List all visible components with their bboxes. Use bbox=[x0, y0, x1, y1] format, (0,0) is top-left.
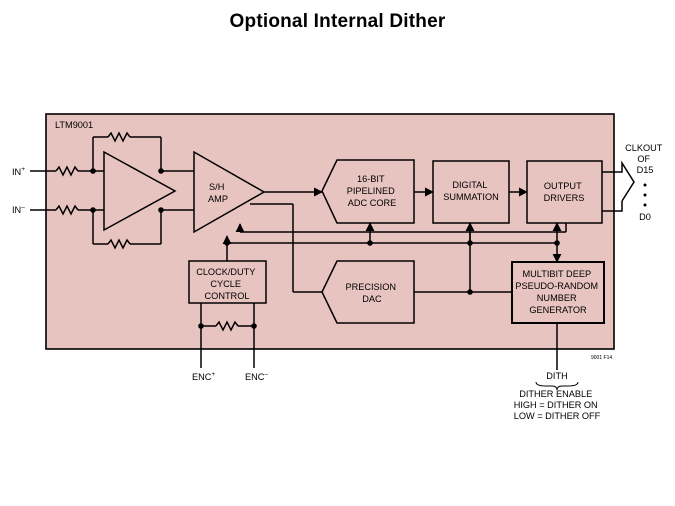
in-plus-label: IN bbox=[12, 167, 21, 177]
output-bus-arrow bbox=[602, 160, 635, 212]
dither-note-line2: HIGH = DITHER ON bbox=[514, 400, 598, 410]
chip-name: LTM9001 bbox=[55, 120, 93, 130]
prng-block bbox=[511, 261, 605, 324]
sh-amp-line1: S/H bbox=[209, 182, 224, 192]
page-title: Optional Internal Dither bbox=[229, 11, 446, 32]
digital-summation-line1: DIGITAL bbox=[452, 180, 487, 190]
dith-label: DITH bbox=[546, 371, 567, 381]
signal-wiring bbox=[200, 187, 567, 370]
sh-amp-line2: AMP bbox=[208, 194, 228, 204]
digital-summation-line2: SUMMATION bbox=[443, 192, 498, 202]
input-resistor-minus bbox=[55, 204, 79, 216]
junction-dots bbox=[90, 168, 560, 329]
clkout-line3: D15 bbox=[637, 165, 654, 175]
svg-text:IN–: IN– bbox=[12, 204, 25, 215]
svg-text:DITHER ENABLE HIGH = DITHE: DITHER ENABLE HIGH = DITHER ON LOW = DIT… bbox=[514, 389, 601, 421]
enc-minus-pin: ENC– bbox=[245, 371, 268, 382]
adc-core-line3: ADC CORE bbox=[348, 198, 397, 208]
svg-text:16-BIT PIPELINED ADC C: 16-BIT PIPELINED ADC CORE bbox=[347, 174, 398, 208]
output-drivers-block bbox=[526, 160, 603, 224]
precision-dac-line1: PRECISION bbox=[345, 282, 396, 292]
enc-plus-sup: + bbox=[211, 371, 215, 378]
svg-text:MULTIBIT DEEP PSEUDO-RANDO: MULTIBIT DEEP PSEUDO-RANDOM NUMBER GENER… bbox=[515, 269, 600, 315]
output-drivers-line2: DRIVERS bbox=[544, 193, 585, 203]
svg-text:S/H AMP: S/H AMP bbox=[208, 182, 228, 204]
svg-text:PRECISION DAC: PRECISION DAC bbox=[345, 282, 398, 304]
adc-core-line1: 16-BIT bbox=[357, 174, 385, 184]
svg-text:DIGITAL SUMMATION: DIGITAL SUMMATION bbox=[443, 180, 498, 202]
precision-dac-block bbox=[321, 260, 415, 324]
d0-label: D0 bbox=[639, 212, 651, 222]
adc-core-line2: PIPELINED bbox=[347, 186, 395, 196]
in-minus-label: IN bbox=[12, 205, 21, 215]
clock-duty-block bbox=[188, 260, 267, 304]
input-network bbox=[30, 131, 194, 250]
clock-duty-line1: CLOCK/DUTY bbox=[196, 267, 255, 277]
prng-line2: PSEUDO-RANDOM bbox=[515, 281, 598, 291]
svg-text:CLKOUT OF D15: CLKOUT OF D15 bbox=[625, 143, 665, 175]
clock-duty-line3: CONTROL bbox=[205, 291, 250, 301]
prng-line4: GENERATOR bbox=[529, 305, 587, 315]
enc-plus-label: ENC bbox=[192, 372, 212, 382]
clkout-line2: OF bbox=[637, 154, 650, 164]
dither-note-line1: DITHER ENABLE bbox=[519, 389, 592, 399]
enc-minus-label: ENC bbox=[245, 372, 265, 382]
enc-minus-sup: – bbox=[264, 371, 268, 378]
clock-duty-line2: CYCLE bbox=[210, 279, 241, 289]
adc-core-block bbox=[321, 159, 415, 224]
in-minus-sup: – bbox=[21, 204, 25, 211]
prng-line1: MULTIBIT DEEP bbox=[523, 269, 591, 279]
output-drivers-line1: OUTPUT bbox=[544, 181, 582, 191]
in-plus-pin: IN+ bbox=[12, 166, 25, 177]
bus-ellipsis bbox=[643, 183, 647, 207]
feedback-resistor-bottom bbox=[107, 238, 131, 250]
enc-plus-pin: ENC+ bbox=[192, 371, 215, 382]
figure-id: 9001 F14 bbox=[591, 355, 612, 361]
feedback-resistor-top bbox=[107, 131, 131, 143]
precision-dac-line2: DAC bbox=[362, 294, 382, 304]
dith-brace bbox=[535, 381, 579, 391]
in-minus-pin: IN– bbox=[12, 204, 25, 215]
input-resistor-plus bbox=[55, 165, 79, 177]
svg-text:CLOCK/DUTY CYCLE CONTR: CLOCK/DUTY CYCLE CONTROL bbox=[196, 267, 258, 301]
svg-text:IN+: IN+ bbox=[12, 166, 25, 177]
dither-note-line3: LOW = DITHER OFF bbox=[514, 411, 601, 421]
clkout-line1: CLKOUT bbox=[625, 143, 663, 153]
sh-amp bbox=[193, 150, 266, 234]
enc-resistor bbox=[215, 320, 239, 332]
svg-text:OUTPUT DRIVERS: OUTPUT DRIVERS bbox=[544, 181, 585, 203]
input-amplifier bbox=[103, 150, 177, 232]
prng-line3: NUMBER bbox=[537, 293, 577, 303]
in-plus-sup: + bbox=[21, 166, 25, 173]
